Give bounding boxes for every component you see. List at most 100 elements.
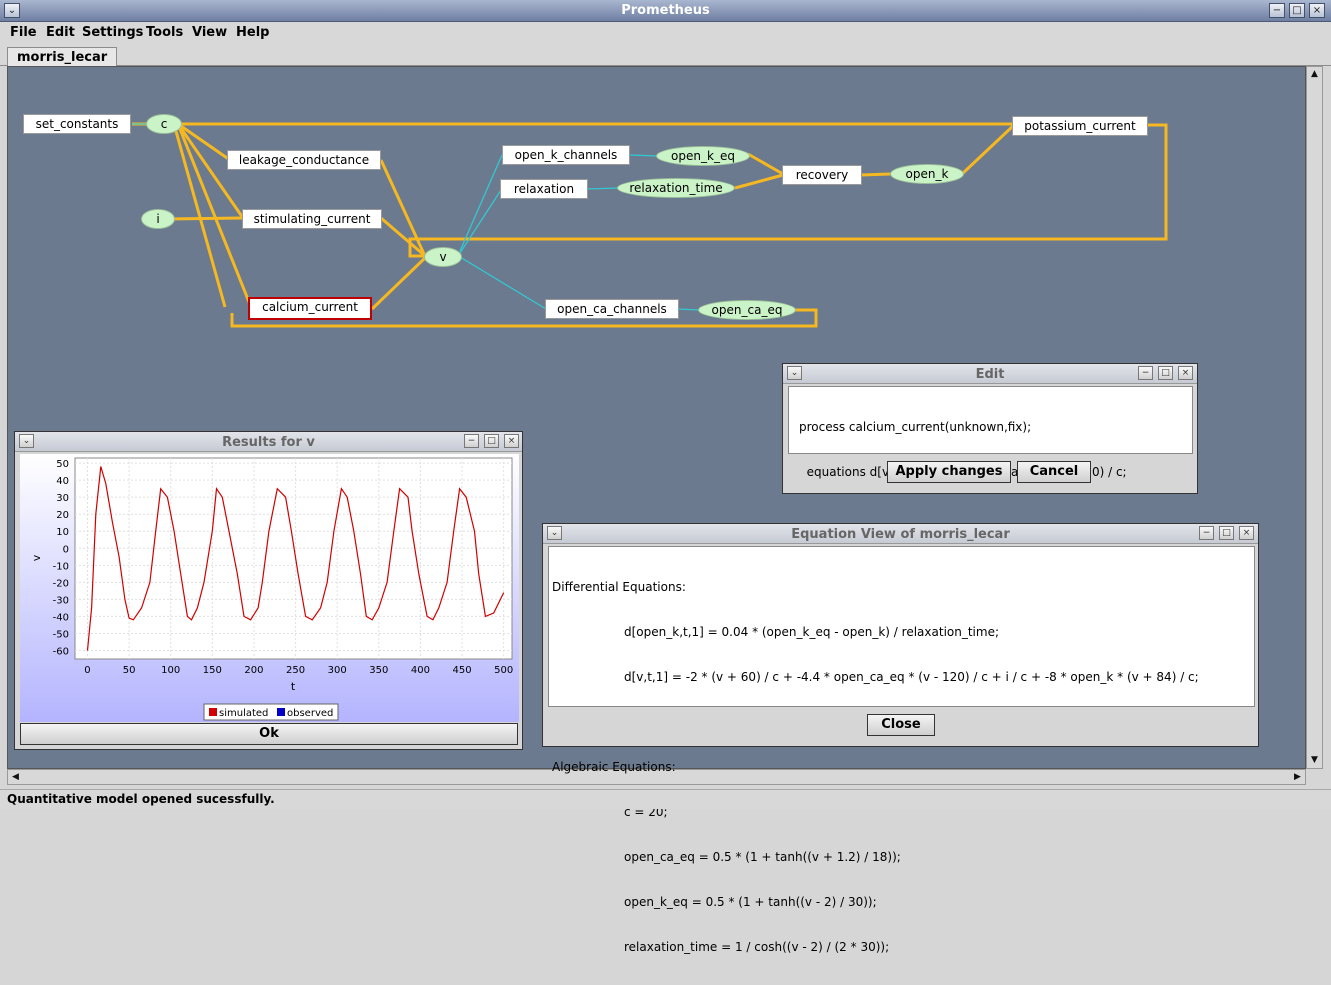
maximize-icon[interactable]: □	[1289, 3, 1305, 18]
horizontal-scrollbar[interactable]: ◀ ▶	[7, 769, 1306, 785]
results-maximize-icon[interactable]: □	[484, 434, 499, 448]
x-tick-label: 400	[411, 665, 430, 676]
tab-strip: morris_lecar	[0, 44, 1331, 67]
results-menu-icon[interactable]: ⌄	[19, 434, 34, 448]
diff-equation-1: d[open_k,t,1] = 0.04 * (open_k_eq - open…	[624, 625, 999, 639]
x-tick-label: 100	[161, 665, 180, 676]
x-tick-label: 150	[203, 665, 222, 676]
results-minimize-icon[interactable]: −	[464, 434, 479, 448]
equation-text-area[interactable]: Differential Equations: d[open_k,t,1] = …	[548, 546, 1255, 954]
menu-settings[interactable]: Settings	[82, 25, 144, 40]
legend-observed-swatch	[277, 708, 285, 716]
window-title-bar: ⌄ Prometheus − □ ×	[0, 0, 1331, 22]
alg-equation-3: open_k_eq = 0.5 * (1 + tanh((v - 2) / 30…	[624, 895, 877, 909]
menu-edit[interactable]: Edit	[46, 25, 75, 40]
edit-minimize-icon[interactable]: −	[1138, 366, 1153, 380]
vertical-scrollbar[interactable]: ▲ ▼	[1306, 66, 1323, 769]
equation-close-icon[interactable]: ×	[1239, 526, 1254, 540]
edit-dialog-title: Edit	[975, 367, 1005, 382]
menu-tools[interactable]: Tools	[146, 25, 184, 40]
equation-minimize-icon[interactable]: −	[1199, 526, 1214, 540]
equation-maximize-icon[interactable]: □	[1219, 526, 1234, 540]
equation-menu-icon[interactable]: ⌄	[547, 526, 562, 540]
scroll-up-icon[interactable]: ▲	[1311, 69, 1318, 79]
legend-observed-label: observed	[287, 708, 333, 719]
y-tick-label: 30	[56, 493, 69, 504]
node-open-k-eq[interactable]: open_k_eq	[656, 146, 750, 166]
x-tick-label: 50	[123, 665, 136, 676]
equation-view-title-bar: ⌄ Equation View of morris_lecar − □ ×	[543, 524, 1258, 544]
y-tick-label: 10	[56, 527, 69, 538]
legend-simulated-label: simulated	[219, 708, 268, 719]
results-close-icon[interactable]: ×	[504, 434, 519, 448]
cancel-button[interactable]: Cancel	[1017, 461, 1091, 483]
node-leakage-conductance[interactable]: leakage_conductance	[227, 150, 381, 170]
diff-equations-header: Differential Equations:	[552, 580, 686, 594]
alg-equations-header: Algebraic Equations:	[552, 760, 676, 774]
menu-view[interactable]: View	[192, 25, 228, 40]
edit-dialog-title-bar: ⌄ Edit − □ ×	[783, 364, 1197, 384]
chart-plot-area	[74, 457, 513, 660]
window-title: Prometheus	[621, 3, 710, 18]
chart-xlabel: t	[291, 680, 296, 693]
apply-changes-button[interactable]: Apply changes	[887, 461, 1011, 483]
series-line-simulated	[86, 466, 505, 651]
results-dialog-title-bar: ⌄ Results for v − □ ×	[15, 432, 522, 452]
y-tick-label: -10	[53, 561, 69, 572]
node-open-k[interactable]: open_k	[890, 164, 964, 184]
x-tick-label: 250	[286, 665, 305, 676]
node-relaxation[interactable]: relaxation	[500, 179, 588, 199]
equation-view-dialog: ⌄ Equation View of morris_lecar − □ × Di…	[542, 523, 1259, 954]
node-recovery[interactable]: recovery	[782, 165, 862, 185]
node-set-constants[interactable]: set_constants	[23, 114, 131, 134]
y-tick-label: -30	[53, 595, 69, 606]
results-dialog-title: Results for v	[222, 435, 315, 450]
y-tick-label: -20	[53, 578, 69, 589]
scroll-left-icon[interactable]: ◀	[12, 772, 19, 782]
chart-legend: simulated observed	[203, 703, 339, 721]
edit-dialog: ⌄ Edit − □ × process calcium_current(unk…	[782, 363, 1198, 494]
status-bar: Quantitative model opened sucessfully.	[0, 789, 1331, 809]
tab-morris-lecar[interactable]: morris_lecar	[7, 47, 118, 67]
scroll-down-icon[interactable]: ▼	[1311, 755, 1318, 765]
window-menu-icon[interactable]: ⌄	[4, 3, 20, 18]
x-tick-label: 350	[369, 665, 388, 676]
edit-menu-icon[interactable]: ⌄	[787, 366, 802, 380]
node-open-ca-eq[interactable]: open_ca_eq	[698, 300, 796, 320]
edit-maximize-icon[interactable]: □	[1158, 366, 1173, 380]
x-tick-label: 200	[244, 665, 263, 676]
y-tick-label: 40	[56, 476, 69, 487]
menu-file[interactable]: File	[10, 25, 37, 40]
ok-button[interactable]: Ok	[20, 723, 518, 745]
node-calcium-current[interactable]: calcium_current	[248, 297, 372, 320]
y-tick-label: -60	[53, 646, 69, 657]
node-relaxation-time[interactable]: relaxation_time	[617, 178, 735, 198]
node-c[interactable]: c	[146, 114, 182, 134]
node-potassium-current[interactable]: potassium_current	[1012, 116, 1148, 136]
menu-bar: File Edit Settings Tools View Help	[0, 22, 1331, 44]
close-button[interactable]: Close	[867, 714, 935, 736]
edit-text-area[interactable]: process calcium_current(unknown,fix); eq…	[788, 386, 1193, 479]
alg-equation-4: relaxation_time = 1 / cosh((v - 2) / (2 …	[624, 940, 890, 954]
minimize-icon[interactable]: −	[1269, 3, 1285, 18]
x-tick-label: 0	[84, 665, 90, 676]
node-v[interactable]: v	[424, 247, 462, 267]
node-i[interactable]: i	[141, 209, 175, 229]
node-open-ca-channels[interactable]: open_ca_channels	[545, 299, 679, 319]
node-stimulating-current[interactable]: stimulating_current	[242, 209, 382, 229]
y-tick-label: -50	[53, 629, 69, 640]
legend-simulated-swatch	[209, 708, 217, 716]
menu-help[interactable]: Help	[236, 25, 270, 40]
y-tick-label: -40	[53, 612, 69, 623]
equation-view-title: Equation View of morris_lecar	[791, 527, 1010, 542]
y-tick-label: 50	[56, 459, 69, 470]
close-icon[interactable]: ×	[1309, 3, 1325, 18]
node-open-k-channels[interactable]: open_k_channels	[502, 145, 630, 165]
chart-ylabel: v	[30, 554, 43, 561]
y-tick-label: 20	[56, 510, 69, 521]
scroll-right-icon[interactable]: ▶	[1294, 772, 1301, 782]
edit-close-icon[interactable]: ×	[1178, 366, 1193, 380]
